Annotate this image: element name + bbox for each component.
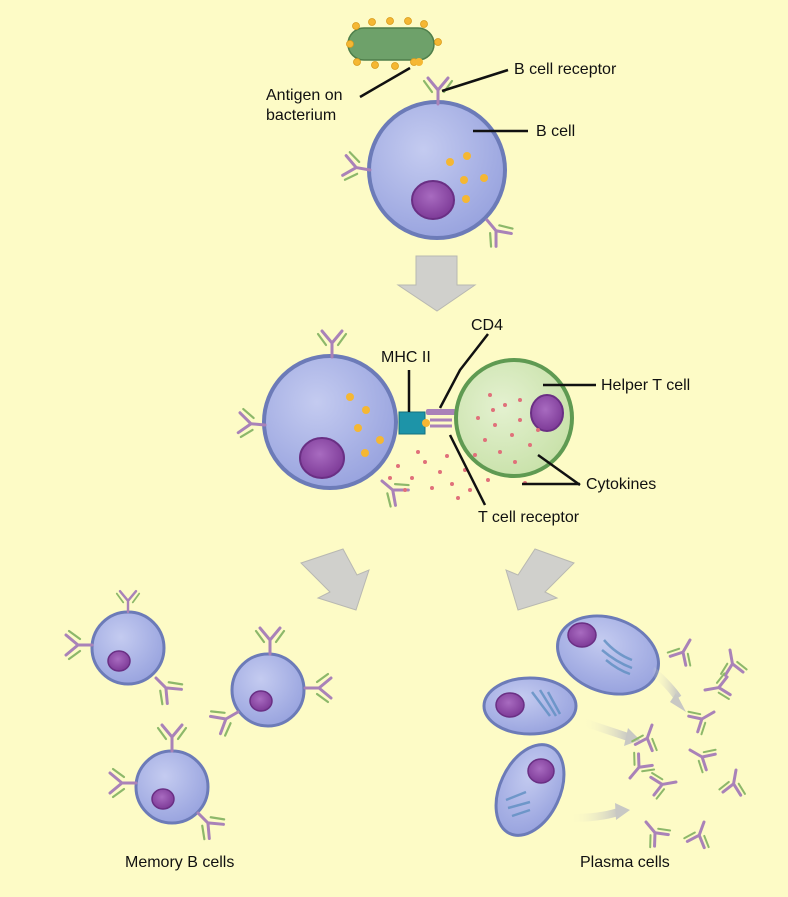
cytokines xyxy=(388,393,540,500)
arrow-icon xyxy=(505,548,575,611)
plasma-cell-icon xyxy=(482,676,578,736)
helper-t-cell-icon xyxy=(426,358,574,478)
label-memory-b-cells: Memory B cells xyxy=(125,854,235,871)
memory-b-cell-icon xyxy=(108,723,228,843)
label-mhc-ii: MHC II xyxy=(381,349,431,366)
label-antigen-line1: Antigen on xyxy=(266,87,343,104)
label-cd4: CD4 xyxy=(471,317,504,334)
label-b-cell-receptor: B cell receptor xyxy=(514,61,617,78)
label-t-cell-receptor: T cell receptor xyxy=(478,509,580,526)
arrow-icon xyxy=(396,255,477,312)
label-antigen-line2: bacterium xyxy=(266,107,337,124)
b-cell-icon xyxy=(340,58,516,251)
secretion-arrows xyxy=(569,667,686,822)
label-cytokines: Cytokines xyxy=(586,476,657,493)
memory-b-cell-icon xyxy=(64,590,186,708)
label-plasma-cells: Plasma cells xyxy=(580,854,670,871)
activated-b-cell-icon xyxy=(236,329,430,510)
label-helper-t-cell: Helper T cell xyxy=(601,377,691,394)
plasma-cell-icon xyxy=(494,743,566,837)
label-b-cell: B cell xyxy=(536,123,576,140)
memory-b-cell-icon xyxy=(206,626,333,739)
bacterium-icon xyxy=(346,17,442,70)
callout-lines-top xyxy=(359,66,528,133)
arrow-icon xyxy=(300,548,370,611)
callout-lines-middle xyxy=(407,333,596,506)
